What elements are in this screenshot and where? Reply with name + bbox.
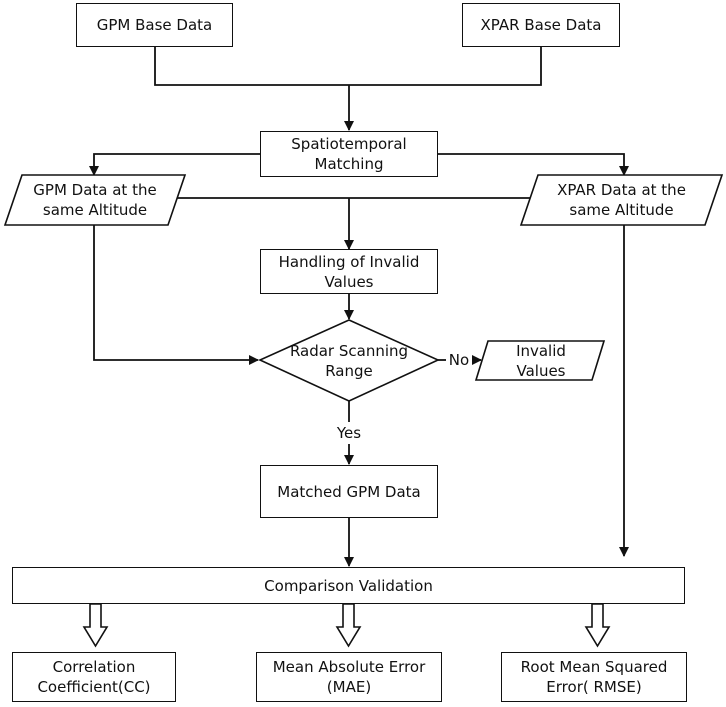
matched-gpm-data-label: Matched GPM Data xyxy=(277,482,421,501)
cc-label-line2: Coefficient(CC) xyxy=(37,678,151,696)
arrow-to-xpar-altitude xyxy=(438,153,629,176)
hollow-arrow-cc-icon xyxy=(82,603,109,648)
xpar-altitude-label-line1: XPAR Data at the xyxy=(557,181,686,199)
mean-absolute-error-box: Mean Absolute Error (MAE) xyxy=(256,652,442,702)
xpar-base-data-box: XPAR Base Data xyxy=(462,3,620,47)
hollow-arrow-mae-icon xyxy=(335,603,362,648)
root-mean-squared-error-box: Root Mean Squared Error( RMSE) xyxy=(501,652,687,702)
invalid-handling-label-line2: Values xyxy=(324,272,374,291)
mae-label-line1: Mean Absolute Error xyxy=(272,658,426,676)
matching-label-line1: Spatiotemporal xyxy=(291,135,407,153)
xpar-base-data-label: XPAR Base Data xyxy=(480,16,602,34)
rmse-label-line1: Root Mean Squared xyxy=(520,658,668,676)
gpm-altitude-label-line2: same Altitude xyxy=(42,201,148,219)
matching-label-line2: Matching xyxy=(314,155,384,173)
radar-scanning-label-line1: Radar Scanning xyxy=(289,342,409,360)
xpar-altitude-parallelogram xyxy=(519,174,724,226)
comparison-validation-label: Comparison Validation xyxy=(264,576,433,595)
radar-scanning-decision xyxy=(258,319,440,402)
invalid-values-label-line1: Invalid xyxy=(516,342,566,360)
radar-scanning-label-line2: Range xyxy=(325,362,373,380)
invalid-values-parallelogram xyxy=(474,340,606,381)
gpm-base-data-box: GPM Base Data xyxy=(76,3,233,47)
correlation-coefficient-box: Correlation Coefficient(CC) xyxy=(12,652,176,702)
yes-edge-label: Yes xyxy=(336,424,362,442)
cc-label-line1: Correlation xyxy=(52,658,136,676)
rmse-label-line2: Error( RMSE) xyxy=(546,678,642,696)
gpm-base-data-label: GPM Base Data xyxy=(96,16,213,34)
gpm-to-decision-connector xyxy=(93,225,259,365)
invalid-values-label-line2: Values xyxy=(516,362,566,380)
invalid-handling-box: Handling of Invalid Values xyxy=(260,249,438,294)
xpar-base-connector xyxy=(349,47,542,86)
arrow-to-gpm-altitude xyxy=(89,153,260,176)
xpar-altitude-label-line2: same Altitude xyxy=(569,201,674,219)
hollow-arrow-rmse-icon xyxy=(584,603,611,648)
radar-scanning-label: Radar Scanning Range xyxy=(280,341,418,381)
mae-label-line2: (MAE) xyxy=(326,678,372,696)
invalid-handling-label-line1: Handling of Invalid xyxy=(278,252,420,271)
matched-gpm-data-box: Matched GPM Data xyxy=(260,465,438,518)
gpm-altitude-label: GPM Data at the same Altitude xyxy=(5,180,185,220)
gpm-base-connector xyxy=(154,47,349,86)
gpm-altitude-label-line1: GPM Data at the xyxy=(33,181,157,199)
comparison-validation-box: Comparison Validation xyxy=(12,567,685,604)
no-edge-label: No xyxy=(448,351,470,369)
gpm-altitude-parallelogram xyxy=(3,174,187,226)
spatiotemporal-matching-box: Spatiotemporal Matching xyxy=(260,131,438,177)
xpar-altitude-label: XPAR Data at the same Altitude xyxy=(521,180,722,220)
invalid-values-label: Invalid Values xyxy=(486,341,596,381)
